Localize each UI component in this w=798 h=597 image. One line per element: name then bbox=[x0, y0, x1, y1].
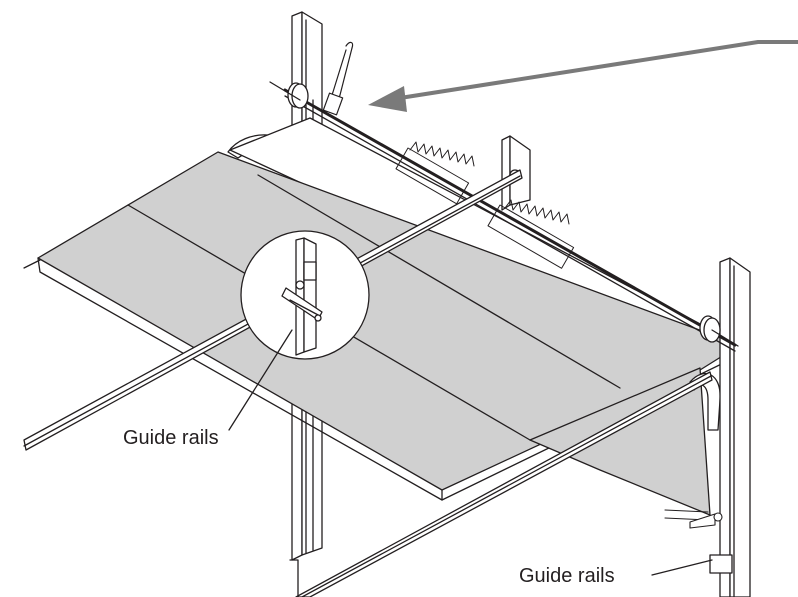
guide-rails-label-left: Guide rails bbox=[123, 427, 219, 449]
guide-rails-label-right: Guide rails bbox=[519, 565, 615, 587]
torsion-shaft bbox=[283, 88, 737, 347]
locking-pliers-bottom bbox=[664, 509, 723, 529]
torsion-spring-left bbox=[395, 141, 475, 205]
panel-seam-2 bbox=[257, 174, 621, 389]
leader-line-right bbox=[651, 559, 713, 576]
cable-drum-right bbox=[699, 315, 739, 347]
cable-drum-left bbox=[269, 81, 309, 109]
locking-pliers-top bbox=[322, 41, 354, 116]
callout-arrow bbox=[368, 40, 798, 112]
lower-rail bbox=[289, 559, 299, 597]
right-horizontal-rail bbox=[295, 371, 713, 597]
left-edge-rail bbox=[23, 259, 41, 269]
right-vertical-track bbox=[709, 257, 751, 597]
panel-front-edge bbox=[37, 257, 443, 501]
leader-line-left bbox=[228, 329, 293, 431]
torsion-spring-right bbox=[487, 199, 575, 269]
magnified-detail-circle bbox=[240, 230, 370, 360]
